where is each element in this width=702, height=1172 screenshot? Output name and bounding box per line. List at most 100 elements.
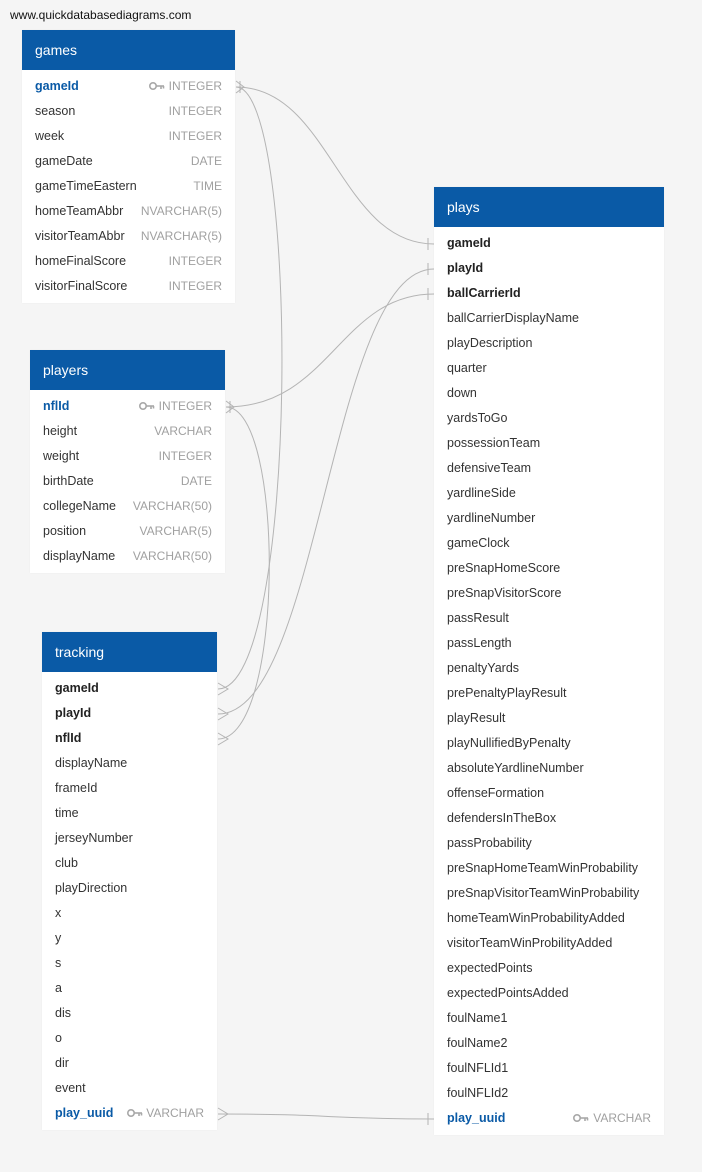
field-row[interactable]: playId: [434, 256, 664, 281]
field-row[interactable]: preSnapVisitorTeamWinProbability: [434, 881, 664, 906]
field-row[interactable]: dis: [42, 1001, 217, 1026]
field-row[interactable]: passResult: [434, 606, 664, 631]
field-row[interactable]: absoluteYardlineNumber: [434, 756, 664, 781]
field-name: o: [55, 1031, 62, 1045]
field-row[interactable]: a: [42, 976, 217, 1001]
field-row[interactable]: foulName2: [434, 1031, 664, 1056]
field-row[interactable]: playResult: [434, 706, 664, 731]
field-name: play_uuid: [55, 1106, 114, 1120]
field-row[interactable]: preSnapVisitorScore: [434, 581, 664, 606]
field-type: VARCHAR(50): [132, 499, 212, 513]
field-type: DATE: [180, 474, 212, 488]
field-name: expectedPoints: [447, 961, 533, 975]
field-name: visitorTeamWinProbilityAdded: [447, 936, 613, 950]
field-row[interactable]: ballCarrierId: [434, 281, 664, 306]
field-row[interactable]: gameId: [434, 231, 664, 256]
table-games-title[interactable]: games: [22, 30, 235, 70]
field-name: visitorTeamAbbr: [35, 229, 125, 243]
field-row[interactable]: time: [42, 801, 217, 826]
field-row[interactable]: frameId: [42, 776, 217, 801]
field-row[interactable]: jerseyNumber: [42, 826, 217, 851]
field-row[interactable]: defendersInTheBox: [434, 806, 664, 831]
field-row[interactable]: yardsToGo: [434, 406, 664, 431]
field-row[interactable]: preSnapHomeTeamWinProbability: [434, 856, 664, 881]
field-row[interactable]: playDirection: [42, 876, 217, 901]
field-row[interactable]: foulNFLId2: [434, 1081, 664, 1106]
field-row[interactable]: playNullifiedByPenalty: [434, 731, 664, 756]
field-name: play_uuid: [447, 1111, 506, 1125]
field-row[interactable]: yardlineNumber: [434, 506, 664, 531]
field-row[interactable]: foulNFLId1: [434, 1056, 664, 1081]
field-row[interactable]: penaltyYards: [434, 656, 664, 681]
field-row[interactable]: gameId: [42, 676, 217, 701]
field-row[interactable]: x: [42, 901, 217, 926]
field-name: ballCarrierDisplayName: [447, 311, 579, 325]
field-row[interactable]: o: [42, 1026, 217, 1051]
field-row[interactable]: displayName: [42, 751, 217, 776]
field-name: a: [55, 981, 62, 995]
field-row[interactable]: gameClock: [434, 531, 664, 556]
field-row[interactable]: homeTeamWinProbabilityAdded: [434, 906, 664, 931]
field-row[interactable]: offenseFormation: [434, 781, 664, 806]
field-row[interactable]: playDescription: [434, 331, 664, 356]
field-name: gameId: [447, 236, 491, 250]
field-row[interactable]: playId: [42, 701, 217, 726]
table-plays-title[interactable]: plays: [434, 187, 664, 227]
field-name: passResult: [447, 611, 509, 625]
field-name: time: [55, 806, 79, 820]
field-row[interactable]: prePenaltyPlayResult: [434, 681, 664, 706]
field-row[interactable]: expectedPoints: [434, 956, 664, 981]
field-row[interactable]: dir: [42, 1051, 217, 1076]
key-icon: [572, 1106, 589, 1131]
field-row[interactable]: defensiveTeam: [434, 456, 664, 481]
field-name: homeTeamWinProbabilityAdded: [447, 911, 625, 925]
field-row[interactable]: y: [42, 926, 217, 951]
field-type: INTEGER: [168, 104, 222, 118]
field-row[interactable]: expectedPointsAdded: [434, 981, 664, 1006]
field-row[interactable]: quarter: [434, 356, 664, 381]
relation-games-plays-gameid: [235, 86, 435, 245]
field-row[interactable]: down: [434, 381, 664, 406]
field-row[interactable]: passLength: [434, 631, 664, 656]
field-row[interactable]: foulName1: [434, 1006, 664, 1031]
field-row[interactable]: s: [42, 951, 217, 976]
field-name: gameClock: [447, 536, 510, 550]
field-row[interactable]: passProbability: [434, 831, 664, 856]
field-row[interactable]: visitorTeamWinProbilityAdded: [434, 931, 664, 956]
field-row[interactable]: nflId: [42, 726, 217, 751]
field-row[interactable]: event: [42, 1076, 217, 1101]
field-row[interactable]: yardlineSide: [434, 481, 664, 506]
field-name: yardlineSide: [447, 486, 516, 500]
field-row[interactable]: preSnapHomeScore: [434, 556, 664, 581]
field-name: preSnapVisitorScore: [447, 586, 562, 600]
field-row[interactable]: possessionTeam: [434, 431, 664, 456]
field-row[interactable]: ballCarrierDisplayName: [434, 306, 664, 331]
table-plays[interactable]: plays gameId playId ballCarrierId ballCarri…: [434, 187, 664, 1135]
table-tracking-title[interactable]: tracking: [42, 632, 217, 672]
field-name: playId: [447, 261, 484, 275]
table-players-title[interactable]: players: [30, 350, 225, 390]
field-row[interactable]: club: [42, 851, 217, 876]
